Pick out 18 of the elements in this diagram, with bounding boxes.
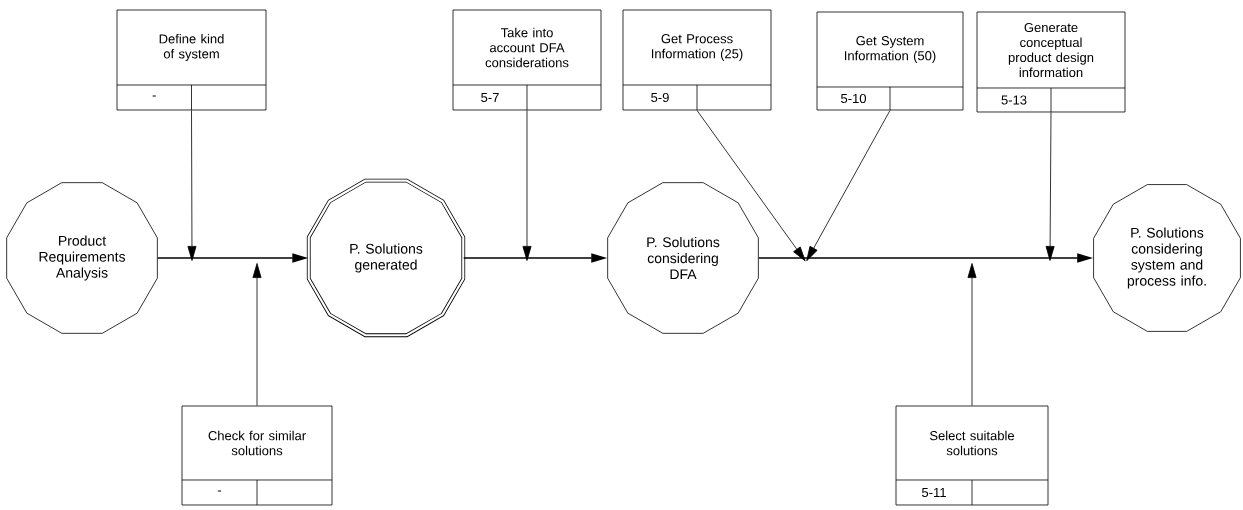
arrow [967,263,977,406]
arrow [252,263,262,406]
activity-box: Check for similar solutions - [181,405,333,506]
arrow [522,110,532,261]
arrow [187,110,197,261]
activity-box: Get System Information (50) 5-10 [816,11,964,111]
state-polygon: P. Solutions considering DFA [607,182,759,334]
arrow [806,110,891,262]
arrow [696,110,806,262]
state-polygon: P. Solutions considering system and process info. [1093,184,1241,332]
arrow [1045,112,1055,261]
activity-box: Get Process Information (25) 5-9 [622,9,772,111]
state-polygon: P. Solutions generated [306,178,466,338]
activity-box: Select suitable solutions 5-11 [895,405,1049,506]
activity-box: Take into account DFA considerations 5-7 [452,9,602,111]
activity-box: Generate conceptual product design information 5-13 [976,11,1126,113]
activity-box: Define kind of system - [116,9,267,111]
state-polygon: Product Requirements Analysis [6,182,158,334]
